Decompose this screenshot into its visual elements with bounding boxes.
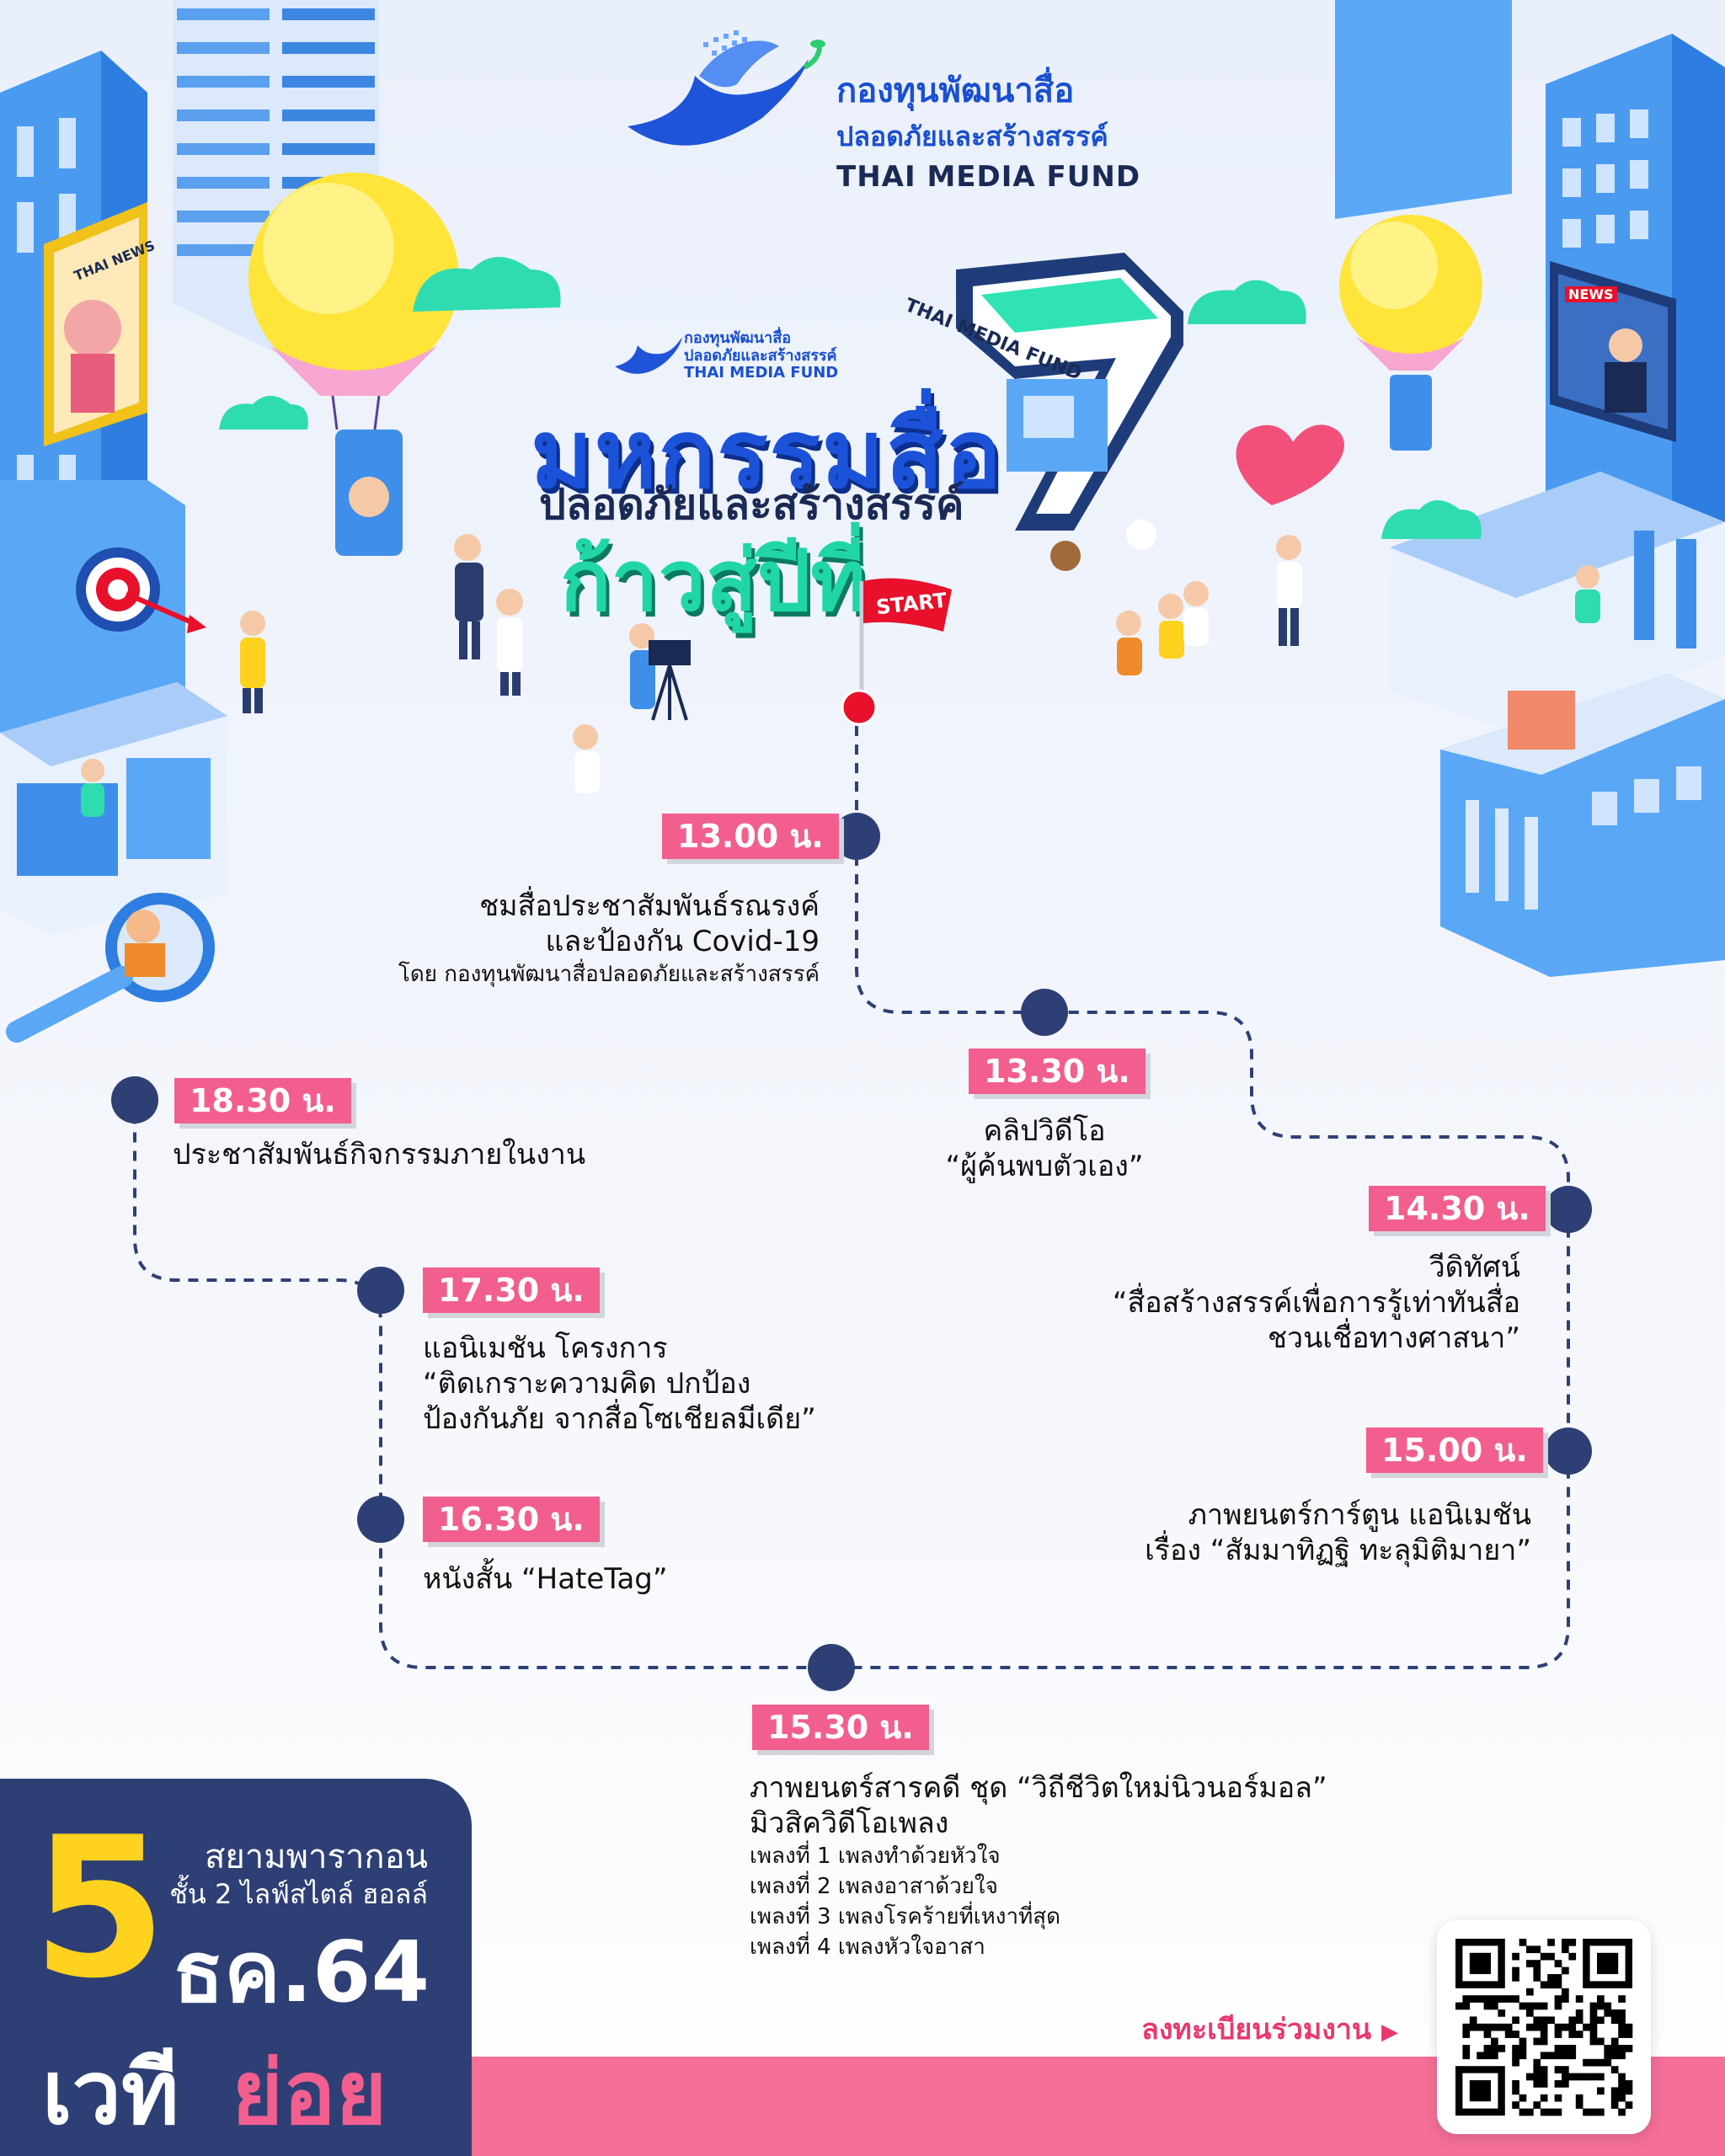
time-badge-1630: 16.30 น.: [423, 1497, 600, 1542]
event-1530: ภาพยนตร์สารคดี ชุด “วิถีชีวิตใหม่นิวนอร์…: [750, 1770, 1327, 1962]
event-1530-line2: มิวสิควิดีโอเพลง: [750, 1806, 949, 1840]
event-1500-line1: ภาพยนตร์การ์ตูน แอนิเมชัน: [1188, 1498, 1531, 1532]
event-1830: ประชาสัมพันธ์กิจกรรมภายในงาน: [173, 1137, 585, 1172]
event-1830-line1: ประชาสัมพันธ์กิจกรรมภายในงาน: [173, 1138, 586, 1171]
timeline-dot: [1545, 1186, 1592, 1233]
time-badge-1300: 13.00 น.: [662, 814, 839, 859]
festival-title: มหกรรมสื่อ: [531, 400, 1004, 510]
dove-logo-icon: [628, 30, 825, 146]
hot-air-balloon-right: [1339, 215, 1482, 451]
event-1430: วีดิทัศน์ “สื่อสร้างสรรค์เพื่อการรู้เท่า…: [1113, 1250, 1520, 1356]
timeline-dot: [1545, 1428, 1592, 1475]
event-month-year: ธค.64: [173, 1923, 430, 2021]
logo-org-sub-th: ปลอดภัยและสร้างสรรค์: [836, 120, 1108, 152]
time-badge-1830: 18.30 น.: [174, 1078, 351, 1123]
qr-card[interactable]: [1437, 1920, 1651, 2134]
news-billboard: [44, 202, 147, 446]
event-1330: คลิปวิดีโอ “ผู้ค้นพบตัวเอง”: [939, 1113, 1150, 1184]
event-1730-line2: “ติดเกราะความคิด ปกป้อง: [423, 1367, 751, 1401]
timeline-dot: [1021, 989, 1068, 1036]
stage-word2: ย่อย: [232, 2041, 387, 2144]
small-logo-th: กองทุนพัฒนาสื่อ: [684, 329, 792, 347]
event-1330-line1: คลิปวิดีโอ: [983, 1114, 1106, 1148]
heart-icon: [1236, 424, 1344, 505]
city-illustration: [0, 0, 1725, 1043]
time-badge-1500: 15.00 น.: [1366, 1428, 1543, 1473]
event-1430-line2: “สื่อสร้างสรรค์เพื่อการรู้เท่าทันสื่อ: [1112, 1286, 1520, 1320]
festival-step: ก้าวสู่ปีที่: [560, 531, 867, 630]
cloud-icon: [219, 396, 308, 430]
date-box: 5 สยามพารากอน ชั้น 2 ไลฟ์สไตล์ ฮอลล์ ธค.…: [0, 1779, 472, 2156]
event-1430-line3: ชวนเชื่อทางศาสนา”: [1267, 1321, 1520, 1355]
event-1730-line3: ป้องกันภัย จากสื่อโซเชียลมีเดีย”: [423, 1402, 816, 1436]
event-1530-song1: เพลงที่ 1 เพลงทำด้วยหัวใจ: [750, 1844, 1001, 1869]
event-1530-song3: เพลงที่ 3 เพลงโรคร้ายที่เหงาที่สุด: [750, 1904, 1060, 1929]
timeline-dot: [357, 1496, 404, 1543]
time-badge-1330: 13.30 น.: [969, 1049, 1146, 1094]
cloud-icon: [1381, 500, 1482, 539]
event-1530-song2: เพลงที่ 2 เพลงอาสาด้วยใจ: [750, 1874, 998, 1899]
left-low-building: [0, 682, 227, 935]
event-1300-line1: ชมสื่อประชาสัมพันธ์รณรงค์: [479, 889, 820, 923]
event-1430-line1: วีดิทัศน์: [1429, 1251, 1520, 1284]
timeline-dot: [808, 1644, 855, 1691]
target-icon: [76, 547, 206, 633]
hot-air-balloon-icon: [248, 173, 459, 556]
event-1500-line2: เรื่อง “สัมมาทิฏฐิ ทะลุมิติมายา”: [1145, 1534, 1531, 1567]
event-day: 5: [32, 1796, 168, 2021]
small-dove-logo-icon: [615, 337, 682, 374]
booth-seven-icon: [956, 253, 1183, 531]
cloud-icon: [1188, 280, 1306, 324]
event-1530-line1: ภาพยนตร์สารคดี ชุด “วิถีชีวิตใหม่นิวนอร์…: [750, 1771, 1327, 1805]
event-1300: ชมสื่อประชาสัมพันธ์รณรงค์ และป้องกัน Cov…: [398, 889, 820, 990]
small-logo-en: THAI MEDIA FUND: [684, 364, 839, 382]
festival-subtitle: ปลอดภัยและสร้างสรรค์: [539, 480, 964, 529]
small-logo-text: กองทุนพัฒนาสื่อ ปลอดภัยและสร้างสรรค์ THA…: [684, 329, 839, 382]
right-low-building: [1440, 674, 1725, 977]
event-1300-by: โดย กองทุนพัฒนาสื่อปลอดภัยและสร้างสรรค์: [398, 962, 820, 987]
event-1630: หนังสั้น “HateTag”: [423, 1561, 668, 1597]
register-label: ลงทะเบียนร่วมงาน: [1141, 2013, 1372, 2047]
timeline-dot: [357, 1267, 404, 1314]
tv-news-label: NEWS: [1565, 286, 1617, 302]
small-logo-sub: ปลอดภัยและสร้างสรรค์: [684, 346, 837, 365]
flag-icon: [859, 578, 952, 699]
timeline-dot: [833, 813, 880, 860]
timeline-dot: [111, 1076, 158, 1123]
time-badge-1430: 14.30 น.: [1369, 1186, 1546, 1231]
qr-code-icon[interactable]: [1437, 1920, 1651, 2134]
event-1630-line1: หนังสั้น “HateTag”: [423, 1562, 668, 1596]
stage-word1: เวที: [42, 2041, 179, 2144]
event-1530-song4: เพลงที่ 4 เพลงหัวใจอาสา: [750, 1935, 985, 1960]
event-1730: แอนิเมชัน โครงการ “ติดเกราะความคิด ปกป้อ…: [423, 1331, 816, 1437]
event-1500: ภาพยนตร์การ์ตูน แอนิเมชัน เรื่อง “สัมมาท…: [1145, 1497, 1531, 1568]
start-dot: [841, 689, 878, 726]
time-badge-1730: 17.30 น.: [423, 1267, 600, 1313]
magnifier-icon: [6, 893, 215, 1043]
cloud-icon: [413, 257, 561, 312]
register-link[interactable]: ลงทะเบียนร่วมงาน ▶: [1141, 2006, 1398, 2052]
event-1300-line2: และป้องกัน Covid-19: [545, 925, 820, 958]
event-1330-line2: “ผู้ค้นพบตัวเอง”: [945, 1150, 1144, 1183]
logo-org-name-en: THAI MEDIA FUND: [836, 160, 1141, 194]
venue-line1: สยามพารากอน: [204, 1838, 428, 1876]
venue-line2: ชั้น 2 ไลฟ์สไตล์ ฮอลล์: [169, 1878, 428, 1910]
event-1730-line1: แอนิเมชัน โครงการ: [423, 1331, 668, 1365]
time-badge-1530: 15.30 น.: [752, 1705, 929, 1750]
play-triangle-icon: ▶: [1381, 2020, 1399, 2045]
logo-org-name-th: กองทุนพัฒนาสื่อ: [836, 72, 1075, 110]
